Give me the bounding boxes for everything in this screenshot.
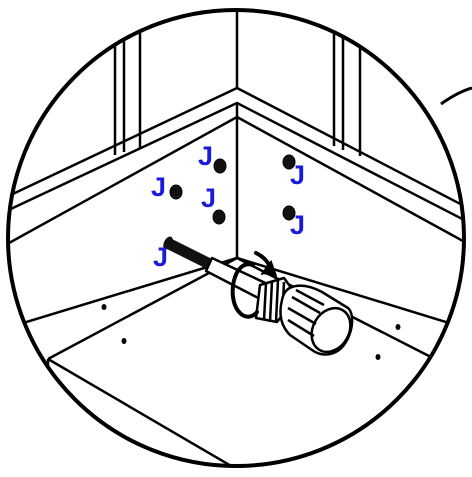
part-label-j: J [153,242,168,272]
driven-screw [161,235,214,270]
part-label-j: J [198,141,213,171]
part-label-j: J [151,172,166,202]
screwdriver-icon [206,258,358,359]
screw-icon [170,155,295,224]
screw-hole [102,304,401,360]
callout-connector [441,88,472,104]
part-label-j: J [201,183,216,213]
part-label-j: J [290,210,305,240]
part-label-j: J [290,160,305,190]
